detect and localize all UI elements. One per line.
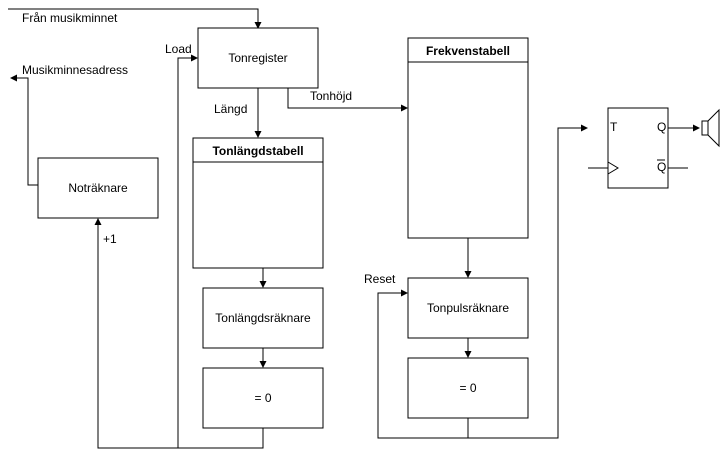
tone-register-block: Tonregister bbox=[197, 27, 319, 89]
tone-length-counter-block: Tonlängdsräknare bbox=[202, 287, 324, 349]
clock-triangle-icon bbox=[607, 161, 619, 175]
arrowhead bbox=[401, 289, 408, 297]
flip-flop-q-label: Q bbox=[657, 120, 666, 134]
speaker-icon bbox=[701, 108, 720, 148]
pulse-zero-detect-label: = 0 bbox=[459, 381, 476, 395]
wire-increment bbox=[97, 224, 264, 449]
wire-toggle bbox=[468, 127, 582, 439]
wire-music-data bbox=[8, 8, 259, 23]
pitch-label: Tonhöjd bbox=[310, 89, 352, 103]
frequency-table-title: Frekvenstabell bbox=[426, 44, 510, 58]
arrowhead bbox=[401, 104, 408, 112]
flip-flop-t-label: T bbox=[610, 120, 618, 134]
increment-label: +1 bbox=[103, 232, 117, 246]
frequency-table-block: Frekvenstabell bbox=[407, 37, 529, 239]
arrowhead bbox=[464, 351, 472, 358]
tone-pulse-counter-label: Tonpulsräknare bbox=[427, 301, 509, 315]
arrowhead bbox=[191, 54, 198, 62]
flip-flop-qbar-label: Q bbox=[657, 160, 666, 174]
arrowhead bbox=[254, 131, 262, 138]
tone-pulse-counter-block: Tonpulsräknare bbox=[407, 277, 529, 339]
wire-reset bbox=[377, 292, 469, 439]
arrowhead bbox=[94, 218, 102, 225]
arrowhead bbox=[259, 361, 267, 368]
wire-load bbox=[177, 57, 192, 448]
arrowhead bbox=[581, 124, 588, 132]
tone-register-label: Tonregister bbox=[228, 51, 287, 65]
t-flip-flop: T Q Q bbox=[607, 107, 669, 189]
arrowhead bbox=[464, 271, 472, 278]
from-music-memory-label: Från musikminnet bbox=[22, 11, 118, 25]
length-zero-detect-block: = 0 bbox=[202, 367, 324, 429]
tone-length-table-block: Tonlängdstabell bbox=[192, 137, 324, 269]
tone-length-counter-label: Tonlängdsräknare bbox=[215, 311, 311, 325]
arrowhead bbox=[254, 22, 262, 29]
music-memory-address-label: Musikminnesadress bbox=[22, 63, 128, 77]
length-zero-detect-label: = 0 bbox=[254, 391, 271, 405]
arrowhead bbox=[10, 74, 17, 82]
note-counter-block: Noträknare bbox=[37, 157, 159, 219]
tone-length-table-title: Tonlängdstabell bbox=[212, 144, 303, 158]
wire-pitch bbox=[287, 88, 402, 109]
note-counter-label: Noträknare bbox=[68, 181, 128, 195]
arrowhead bbox=[259, 281, 267, 288]
load-label: Load bbox=[165, 42, 192, 56]
length-label: Längd bbox=[214, 102, 247, 116]
arrowhead bbox=[693, 124, 700, 132]
reset-label: Reset bbox=[364, 272, 396, 286]
wire-address bbox=[16, 77, 38, 186]
pulse-zero-detect-block: = 0 bbox=[407, 357, 529, 419]
